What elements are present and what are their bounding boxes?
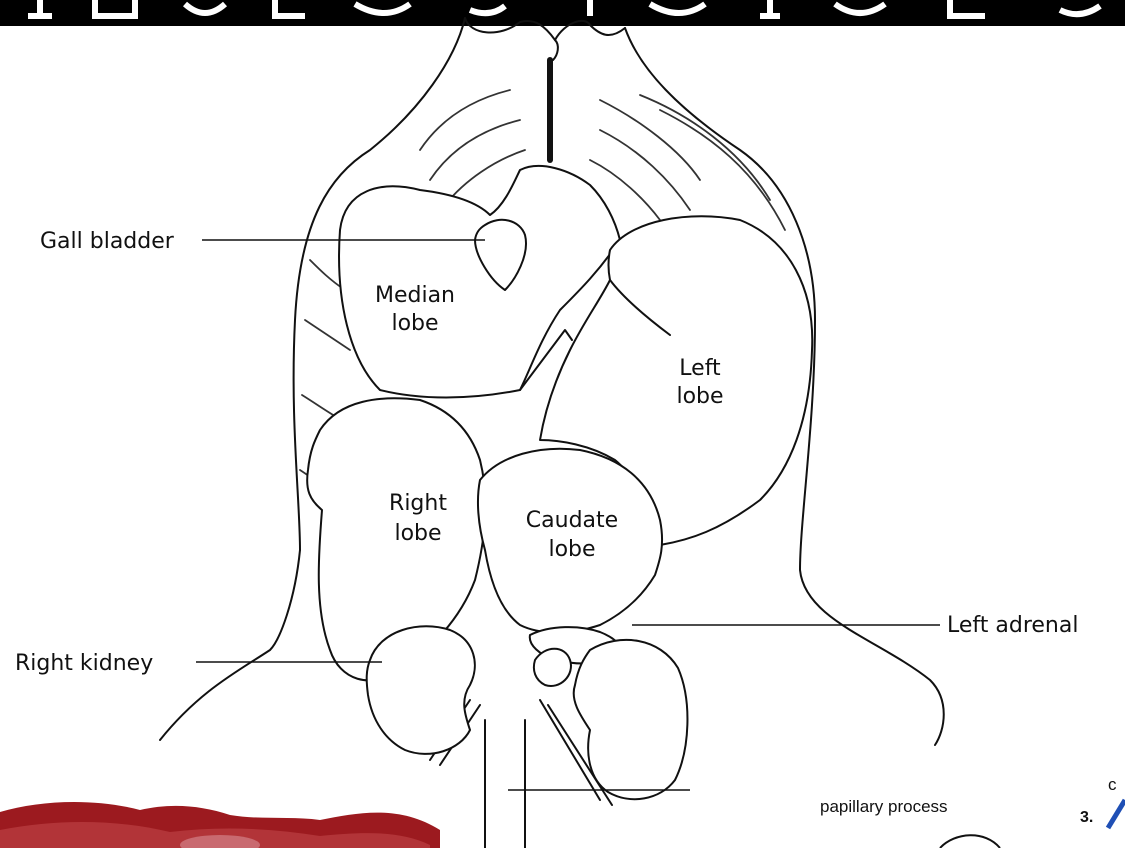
right-lobe-label-line1: Right [389, 491, 447, 516]
left-adrenal-label: Left adrenal [947, 613, 1078, 638]
right-lobe-label-line2: lobe [394, 521, 441, 546]
right-kidney-label: Right kidney [15, 651, 153, 676]
gall-bladder-label: Gall bladder [40, 229, 175, 254]
cropped-edge-letter: c [1108, 775, 1117, 794]
liver-photo-fragment [0, 802, 440, 848]
right-kidney-shape [367, 626, 475, 754]
left-lobe-label-line2: lobe [676, 384, 723, 409]
vessel-stub [534, 649, 571, 686]
median-lobe-label-line2: lobe [391, 311, 438, 336]
left-kidney-shape [574, 640, 688, 799]
left-lobe-label-line1: Left [679, 356, 721, 381]
blue-marker-stroke [1108, 800, 1125, 828]
papillary-process-label: papillary process [820, 797, 948, 816]
papillary-circle-arc [940, 835, 1000, 848]
step-number-label: 3. [1080, 809, 1093, 826]
median-lobe-label-line1: Median [375, 283, 455, 308]
caudate-lobe-label-line2: lobe [548, 537, 595, 562]
caudate-lobe-label-line1: Caudate [526, 508, 618, 533]
